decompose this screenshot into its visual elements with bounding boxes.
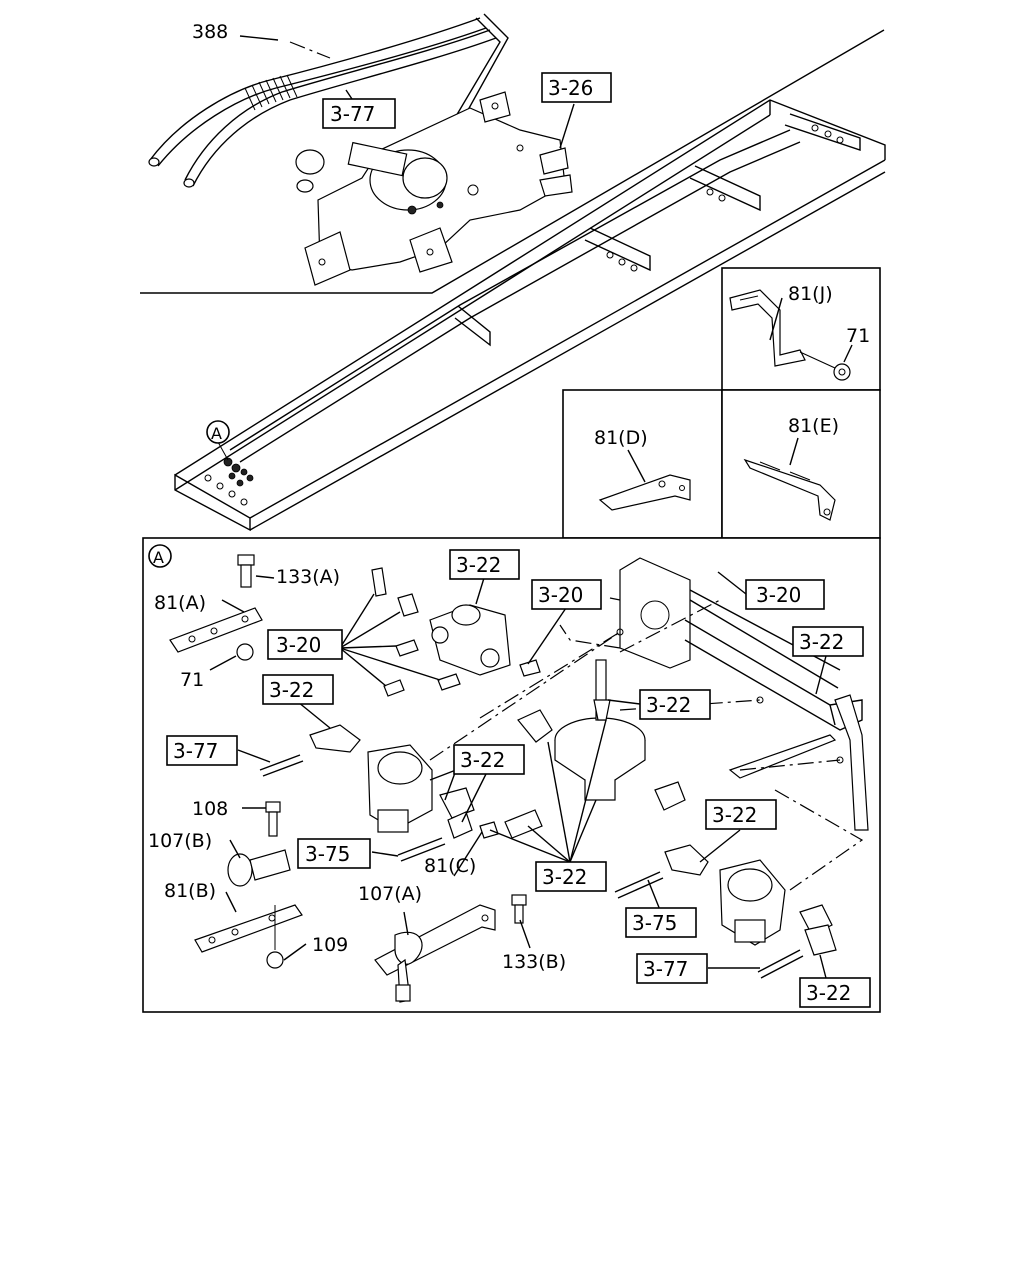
label-81C: 81(C) [424, 855, 476, 877]
label-3-22-left: 3-22 [269, 678, 314, 702]
inset-bracket-J [721, 267, 881, 391]
inset-bracket-E [721, 389, 881, 539]
chassis-frame [174, 99, 886, 532]
label-3-22-bottom: 3-22 [542, 865, 587, 889]
label-3-20-mid: 3-20 [538, 583, 583, 607]
label-133A: 133(A) [276, 566, 340, 588]
inset-bracket-D [562, 389, 723, 539]
top-valve-assembly [148, 13, 573, 286]
label-388: 388 [192, 21, 228, 43]
label-3-75-left: 3-75 [305, 842, 350, 866]
label-71-J: 71 [846, 325, 870, 347]
label-3-77-left: 3-77 [173, 739, 218, 763]
label-3-26: 3-26 [548, 76, 593, 100]
callout-labels: 388 3-26 3-77 81(J) 71 81(D) 81(E) A A 1… [148, 21, 870, 1005]
label-3-22-corner: 3-22 [806, 981, 851, 1005]
label-3-22-center: 3-22 [646, 693, 691, 717]
label-3-22-right: 3-22 [799, 630, 844, 654]
label-81J: 81(J) [788, 283, 833, 305]
label-71-A: 71 [180, 669, 204, 691]
label-3-77-top: 3-77 [330, 102, 375, 126]
label-3-20-right: 3-20 [756, 583, 801, 607]
label-81E: 81(E) [788, 415, 839, 437]
label-133B: 133(B) [502, 951, 566, 973]
label-3-77-right: 3-77 [643, 957, 688, 981]
label-3-22-lowright: 3-22 [712, 803, 757, 827]
label-109: 109 [312, 934, 348, 956]
label-108: 108 [192, 798, 228, 820]
label-107A: 107(A) [358, 883, 422, 905]
label-3-20-left: 3-20 [276, 633, 321, 657]
label-81A: 81(A) [154, 592, 206, 614]
label-3-22-mid: 3-22 [460, 748, 505, 772]
marker-A-detail: A [153, 548, 164, 567]
marker-A-chassis: A [211, 424, 222, 443]
label-81D: 81(D) [594, 427, 648, 449]
label-3-22-top: 3-22 [456, 553, 501, 577]
callout-boxes [166, 72, 871, 1008]
label-3-75-right: 3-75 [632, 911, 677, 935]
label-107B: 107(B) [148, 830, 212, 852]
detail-frame [609, 557, 869, 831]
leader-lines [209, 35, 853, 979]
label-81B: 81(B) [164, 880, 216, 902]
